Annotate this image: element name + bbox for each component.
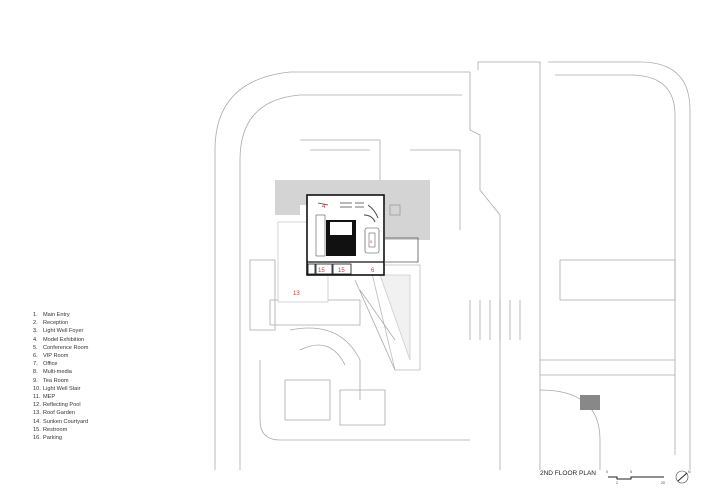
legend-label: VIP Room	[43, 353, 69, 360]
legend-item: 10.Light Well Stair	[33, 385, 88, 393]
legend-number: 4.	[33, 336, 38, 343]
legend: 1. Main Entry 2. Reception 3. Light Well Foye…	[33, 311, 88, 442]
legend-label: Light Well Foyer	[43, 328, 84, 335]
legend-number: 2.	[33, 320, 38, 327]
legend-number: 3.	[33, 328, 38, 335]
legend-label: Roof Garden	[43, 410, 76, 417]
building-core	[306, 194, 419, 276]
room-label-restroom: 15	[338, 268, 345, 274]
legend-label: Conference Room	[43, 344, 89, 351]
legend-item: 3. Light Well Foyer	[33, 327, 88, 335]
scale-tick-20: 20	[661, 481, 665, 485]
north-arrow-icon	[675, 470, 689, 484]
legend-label: Multi-media	[43, 369, 72, 376]
legend-item: 9. Tea Room	[33, 377, 88, 385]
legend-item: 13.Roof Garden	[33, 409, 88, 417]
legend-number: 12.	[33, 402, 41, 409]
legend-label: Sunken Courtyard	[43, 418, 89, 425]
legend-number: 5.	[33, 344, 38, 351]
legend-label: Parking	[43, 435, 62, 442]
room-label-vip-room: 6	[371, 268, 375, 274]
legend-number: 10.	[33, 385, 41, 392]
legend-label: Model Exhibition	[43, 336, 85, 343]
room-label-model-exhibition: 4	[322, 204, 326, 210]
legend-number: 6.	[33, 353, 38, 360]
legend-item: 4. Model Exhibition	[33, 336, 88, 344]
room-label-roof-garden: 13	[293, 291, 300, 297]
legend-number: 11.	[33, 394, 41, 401]
scale-tick-0: 0	[606, 470, 608, 474]
north-label: N	[688, 470, 691, 474]
legend-number: 15.	[33, 426, 41, 433]
legend-number: 13.	[33, 410, 41, 417]
legend-item: 8. Multi-media	[33, 368, 88, 376]
legend-label: Restroom	[43, 426, 68, 433]
legend-item: 1. Main Entry	[33, 311, 88, 319]
room-label-restroom: 15	[318, 268, 325, 274]
scale-tick-5: 5	[630, 470, 632, 474]
legend-number: 16.	[33, 435, 41, 442]
scale-bar	[608, 476, 664, 480]
legend-number: 8.	[33, 369, 38, 376]
legend-number: 1.	[33, 312, 38, 318]
legend-item: 15.Restroom	[33, 426, 88, 434]
legend-item: 5. Conference Room	[33, 344, 88, 352]
legend-item: 14.Sunken Courtyard	[33, 418, 88, 426]
legend-label: Office	[43, 361, 58, 368]
legend-label: Reception	[43, 320, 69, 327]
legend-number: 9.	[33, 377, 38, 384]
legend-item: 2. Reception	[33, 319, 88, 327]
scale-tick-2: 2	[616, 481, 618, 485]
site-outlines	[214, 61, 691, 470]
legend-label: Main Entry	[43, 312, 70, 318]
legend-label: Light Well Stair	[43, 385, 81, 392]
legend-label: Reflecting Pool	[43, 402, 81, 409]
legend-number: 14.	[33, 418, 41, 425]
legend-label: Tea Room	[43, 377, 69, 384]
legend-item: 16.Parking	[33, 434, 88, 442]
room-label-conference: 5	[370, 239, 373, 244]
legend-label: MEP	[43, 394, 56, 401]
legend-item: 12.Reflecting Pool	[33, 401, 88, 409]
legend-item: 6. VIP Room	[33, 352, 88, 360]
legend-item: 7. Office	[33, 360, 88, 368]
legend-item: 11.MEP	[33, 393, 88, 401]
plan-title: 2ND FLOOR PLAN	[540, 470, 596, 477]
legend-number: 7.	[33, 361, 38, 368]
